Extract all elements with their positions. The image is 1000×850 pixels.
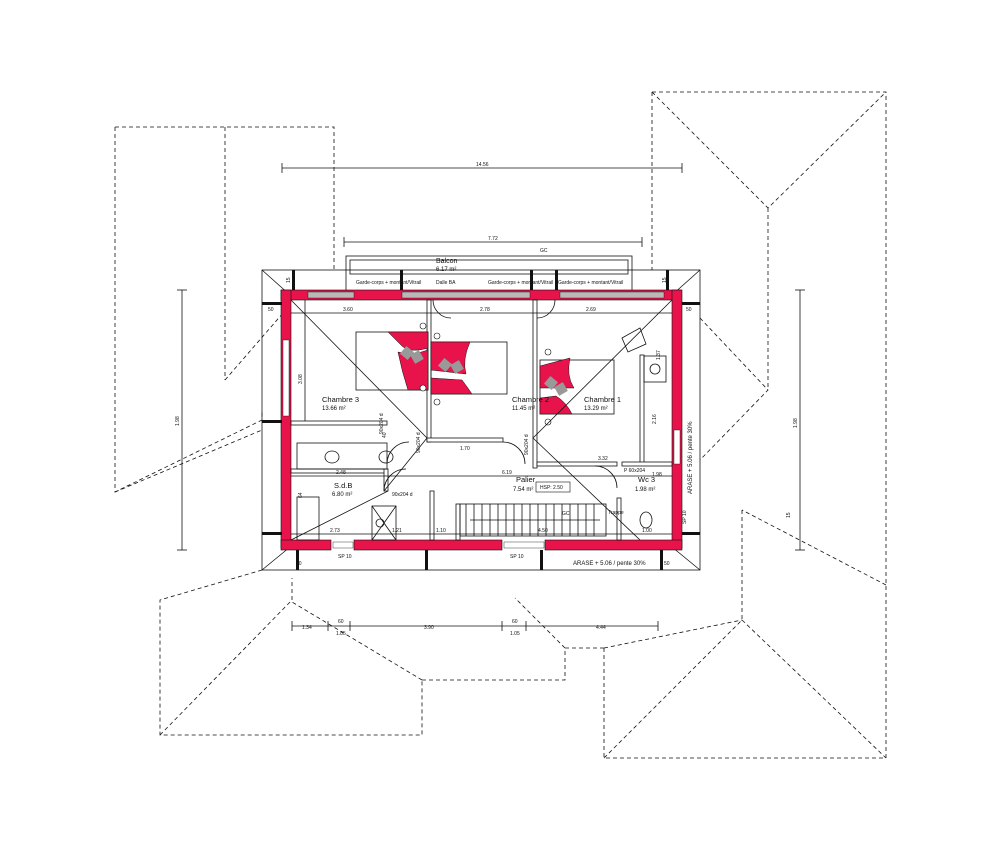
dim-top-left-50: 50: [268, 307, 274, 313]
bed-chambre3: [355, 322, 429, 392]
dim-2-69: 2.69: [586, 307, 596, 313]
dim-bottom-60b: 60: [512, 619, 518, 625]
dim-bottom-4-44: 4.44: [596, 625, 606, 631]
room-chambre3-area: 13.66 m²: [322, 406, 346, 412]
dim-sdb-2-48: 2.48: [336, 470, 346, 476]
hsp-box: [535, 481, 571, 493]
roof-outlines: [114, 91, 887, 759]
room-chambre1-name: Chambre 1: [584, 395, 621, 404]
room-chambre3-name: Chambre 3: [322, 395, 359, 404]
dim-left-40: 40: [382, 432, 388, 438]
room-sdb-area: 6.80 m²: [332, 492, 352, 498]
sp-left: SP 10: [338, 554, 352, 560]
dim-bottom-1-34: 1.34: [302, 625, 312, 631]
sp-mid: SP 10: [510, 554, 524, 560]
dim-right-total: 15: [786, 512, 792, 518]
dim-top-right-50: 50: [686, 307, 692, 313]
room-labels: Chambre 3 13.66 m² Chambre 2 11.45 m² Ch…: [322, 395, 655, 498]
ch3-door-label: 90x204 d: [379, 413, 385, 434]
balcony-name: Balcon: [436, 258, 458, 265]
dim-3-60: 3.60: [343, 307, 353, 313]
dim-bottom-3-90: 3.90: [424, 625, 434, 631]
dim-2-78: 2.78: [480, 307, 490, 313]
hall-door-label: 90x204 d: [416, 432, 422, 453]
dim-wc-2-16: 2.16: [652, 414, 658, 424]
room-wc-name: Wc 3: [638, 475, 655, 484]
balcony-slab: Dalle BA: [436, 280, 456, 286]
dim-bottom-1-85: 1.85: [336, 631, 346, 637]
room-sdb-name: S.d.B: [334, 481, 352, 490]
wc-fixtures: [621, 327, 667, 529]
dim-left-height: 3.08: [298, 374, 304, 384]
dim-wc-1-00: 1.00: [642, 528, 652, 534]
exterior-walls: [262, 270, 700, 570]
dim-wc-1-98: 1.98: [652, 472, 662, 478]
dim-closet-1-37: 1.37: [656, 350, 662, 360]
dim-bottom-left-50: 50: [296, 561, 302, 567]
rail-left: Garde-corps + montant/Vitrail: [356, 280, 421, 286]
dim-left-outer: 1.98: [175, 416, 181, 426]
interior-walls: [290, 299, 673, 541]
p-door-label: P 60x204: [624, 468, 645, 474]
sp-right: SP 10: [682, 510, 688, 524]
room-palier-hsp: HSP: 2.50: [540, 485, 563, 491]
dim-stair-1-10: 1.10: [436, 528, 446, 534]
dim-bottom-60: 60: [338, 619, 344, 625]
dim-left-64: 64: [298, 492, 304, 498]
roof-projection-lines: [290, 299, 673, 541]
sdb-door-label: 90x204 d: [392, 492, 413, 498]
dim-sdb-2-73: 2.73: [330, 528, 340, 534]
doors: 90x204 d 90x204 d 90x204 d P 60x204 90x2…: [379, 299, 645, 498]
dim-bottom-right-50: 50: [664, 561, 670, 567]
bed-chambre2: [430, 332, 508, 406]
dim-hall-1-70: 1.70: [460, 446, 470, 452]
room-wc-area: 1.98 m²: [635, 487, 655, 493]
staircase: GC: [459, 503, 607, 537]
trappe-label: Trappe: [608, 510, 624, 516]
dim-top-right-15: 15: [662, 277, 668, 283]
ch1-door-label: 90x204 d: [524, 434, 530, 455]
arase-bottom: ARASE + 5.06 / pente 30%: [573, 561, 646, 567]
room-chambre2-area: 11.45 m²: [512, 406, 535, 412]
rail-right: Garde-corps + montant/Vitrail: [558, 280, 623, 286]
arase-right: ARASE + 5.06 / pente 30%: [688, 421, 694, 494]
dim-sdb-1-21: 1.21: [392, 528, 402, 534]
bathroom-fixtures: [296, 442, 397, 541]
dim-hall-6-19: 6.19: [502, 470, 512, 476]
dim-hall-3-32: 3.32: [598, 456, 608, 462]
dim-balcony-width: 7.72: [488, 236, 498, 242]
dim-stair-4-50: 4.50: [538, 528, 548, 534]
bed-chambre1: [539, 348, 615, 426]
dim-right-height: 1.98: [793, 418, 799, 428]
room-chambre2-name: Chambre 2: [512, 395, 549, 404]
dimension-lines: 14.56 7.72 3.60 2.78 2.69 50 15 15 50 1.…: [175, 162, 805, 637]
notes: ARASE + 5.06 / pente 30% ARASE + 5.06 / …: [338, 248, 694, 567]
dim-overall-top: 14.56: [476, 162, 489, 168]
balcony: Balcon 6.17 m² Dalle BA Garde-corps + mo…: [345, 255, 633, 293]
room-palier-name: Palier: [516, 475, 536, 484]
rail-middle: Garde-corps + montant/Vitrail: [488, 280, 553, 286]
dim-top-left-15: 15: [286, 277, 292, 283]
stair-label: GC: [562, 511, 570, 517]
dim-bottom-1-05: 1.05: [510, 631, 520, 637]
gc-label: GC: [540, 248, 548, 254]
slab-outline: [261, 269, 701, 571]
balcony-area: 6.17 m²: [436, 267, 456, 273]
room-palier-area: 7.54 m²: [513, 487, 533, 493]
room-chambre1-area: 13.29 m²: [584, 406, 608, 412]
